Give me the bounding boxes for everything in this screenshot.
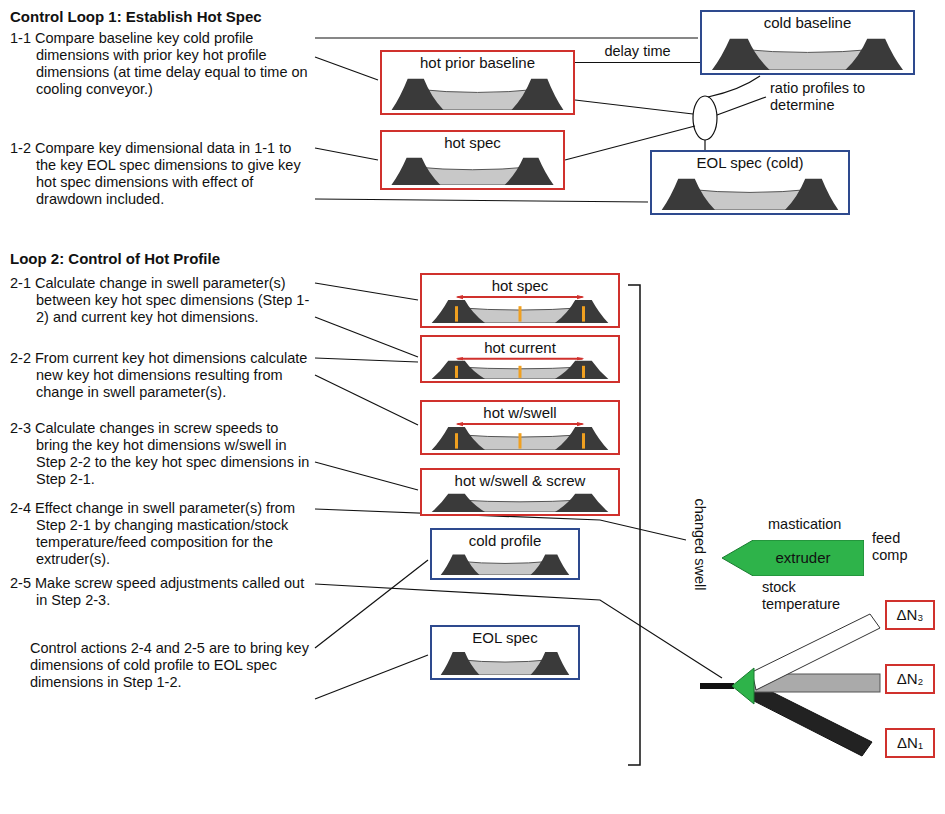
profile-shape: [388, 152, 557, 185]
edge-label: delay time: [602, 43, 672, 60]
node-label: extruder: [755, 549, 830, 567]
speed-box: ΔN₁: [885, 728, 935, 758]
annotation: stock temperature: [762, 579, 872, 613]
bracket: [628, 285, 640, 765]
step-text: 2-1 Calculate change in swell parameter(…: [10, 275, 310, 326]
heading: Loop 2: Control of Hot Profile: [10, 250, 330, 267]
profile-shape: [438, 550, 572, 575]
node-label: hot spec: [428, 277, 612, 295]
step-text: 1-1 Compare baseline key cold profile di…: [10, 30, 310, 98]
node-label: EOL spec (cold): [658, 154, 842, 172]
step-text: 2-5 Make screw speed adjustments called …: [10, 575, 310, 609]
profile-box: EOL spec: [430, 625, 580, 680]
node-label: ΔN₃: [897, 606, 924, 624]
profile-shape: [428, 422, 612, 450]
profile-box: hot current: [420, 335, 620, 383]
connector: [575, 62, 700, 63]
node-label: cold baseline: [708, 14, 907, 32]
annotation: changed swell: [691, 497, 708, 592]
annotation: mastication: [768, 516, 878, 533]
profile-shape: [428, 357, 612, 379]
screw-illustration: [700, 614, 880, 756]
node-label: hot w/swell: [428, 404, 612, 422]
node-label: hot current: [428, 339, 612, 357]
profile-box: cold profile: [430, 528, 580, 580]
node-label: ΔN₁: [897, 734, 923, 752]
annotation: feed comp: [872, 530, 918, 564]
node-label: hot w/swell & screw: [428, 472, 612, 490]
profile-shape: [438, 647, 572, 675]
node-label: hot prior baseline: [388, 54, 567, 72]
leader-line: [315, 38, 766, 699]
profile-box: hot spec: [420, 273, 620, 328]
annotation: ratio profiles to determine: [770, 80, 910, 114]
profile-box: hot w/swell & screw: [420, 468, 620, 516]
node-label: ΔN₂: [897, 670, 924, 688]
heading: Control Loop 1: Establish Hot Spec: [10, 8, 262, 25]
step-text: 2-3 Calculate changes in screw speeds to…: [10, 420, 310, 488]
step-text: 2-2 From current key hot dimensions calc…: [10, 350, 310, 401]
node-label: hot spec: [388, 134, 557, 152]
profile-box: hot prior baseline: [380, 50, 575, 115]
profile-shape: [658, 172, 842, 210]
node-label: cold profile: [438, 532, 572, 550]
step-text: 2-4 Effect change in swell parameter(s) …: [10, 500, 310, 568]
annotation: Control actions 2-4 and 2-5 are to bring…: [10, 640, 310, 691]
profile-box: hot w/swell: [420, 400, 620, 455]
profile-shape: [708, 32, 907, 70]
step-text: 1-2 Compare key dimensional data in 1-1 …: [10, 140, 310, 208]
profile-shape: [428, 490, 612, 512]
profile-box: hot spec: [380, 130, 565, 190]
node-label: EOL spec: [438, 629, 572, 647]
speed-box: ΔN₃: [885, 600, 935, 630]
profile-box: EOL spec (cold): [650, 150, 850, 215]
profile-shape: [388, 72, 567, 110]
profile-box: cold baseline: [700, 10, 915, 75]
extruder-shape: extruder: [722, 540, 864, 576]
speed-box: ΔN₂: [885, 664, 935, 694]
profile-shape: [428, 295, 612, 323]
